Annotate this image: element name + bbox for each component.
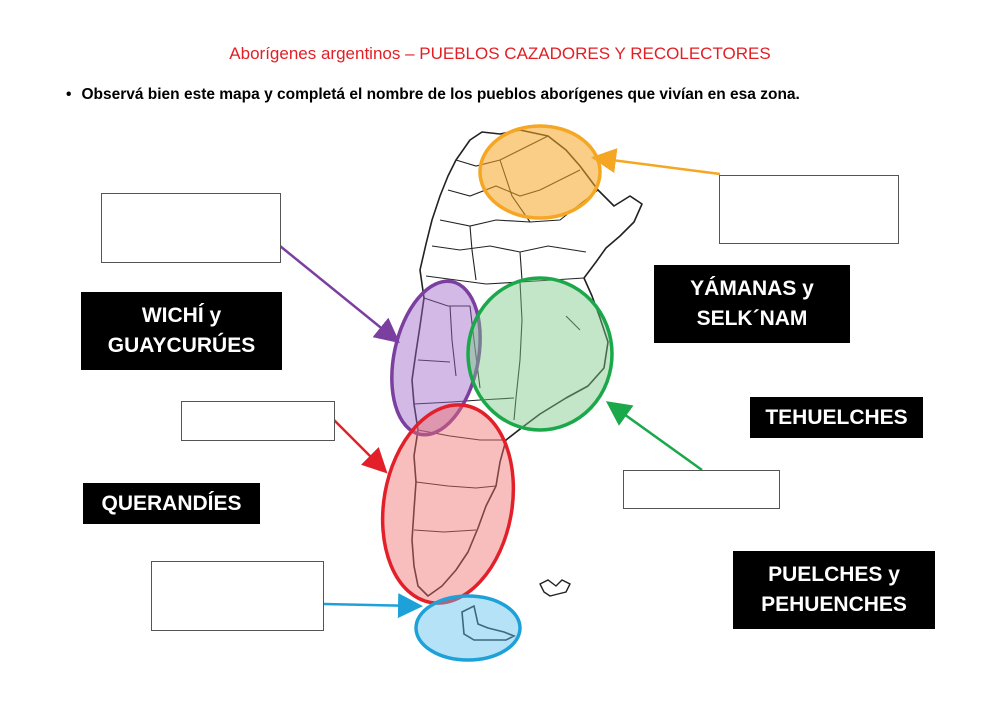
malvinas-outline	[539, 579, 571, 597]
label-line-2: SELK´NAM	[696, 307, 808, 330]
bullet-icon: •	[66, 86, 72, 103]
instruction-label: Observá bien este mapa y completá el nom…	[81, 86, 800, 103]
label-line-1: QUERANDÍES	[101, 491, 242, 515]
label-yamanas-selknam[interactable]: YÁMANAS y SELK´NAM	[654, 265, 850, 343]
label-line-2: GUAYCURÚES	[107, 334, 256, 357]
region-tierra-del-fuego-ellipse	[414, 594, 522, 662]
arrow-northeast	[591, 148, 721, 176]
label-tehuelches[interactable]: TEHUELCHES	[750, 397, 923, 438]
drop-box-cuyo[interactable]	[101, 193, 281, 263]
arrow-patagonia	[333, 419, 388, 474]
drop-box-pampa[interactable]	[623, 470, 780, 509]
drop-box-northeast[interactable]	[719, 175, 899, 244]
region-northeast-ellipse	[478, 124, 602, 220]
page-title: Aborígenes argentinos – PUEBLOS CAZADORE…	[229, 44, 771, 63]
label-querandies[interactable]: QUERANDÍES	[83, 483, 260, 524]
tierra-del-fuego-outline	[461, 604, 516, 641]
drop-box-patagonia[interactable]	[181, 401, 335, 441]
label-line-1: TEHUELCHES	[765, 405, 908, 429]
arrow-pampa	[605, 401, 703, 472]
region-cuyo-ellipse	[390, 279, 482, 437]
label-line-1: PUELCHES y	[768, 563, 900, 586]
arrow-tierra-del-fuego	[323, 593, 423, 619]
region-patagonia-ellipse	[380, 403, 516, 605]
region-pampa-ellipse	[466, 276, 614, 432]
label-puelches-pehuenches[interactable]: PUELCHES y PEHUENCHES	[733, 551, 935, 629]
label-line-1: YÁMANAS y	[690, 277, 814, 300]
drop-box-tierra-del-fuego[interactable]	[151, 561, 324, 631]
label-line-1: WICHÍ y	[141, 304, 222, 327]
arrow-cuyo	[279, 245, 400, 344]
label-line-2: PEHUENCHES	[761, 593, 907, 616]
label-wichi-guaycurues[interactable]: WICHÍ y GUAYCURÚES	[81, 292, 282, 370]
country-outline	[411, 129, 643, 597]
instruction-text: • Observá bien este mapa y completá el no…	[66, 86, 800, 104]
